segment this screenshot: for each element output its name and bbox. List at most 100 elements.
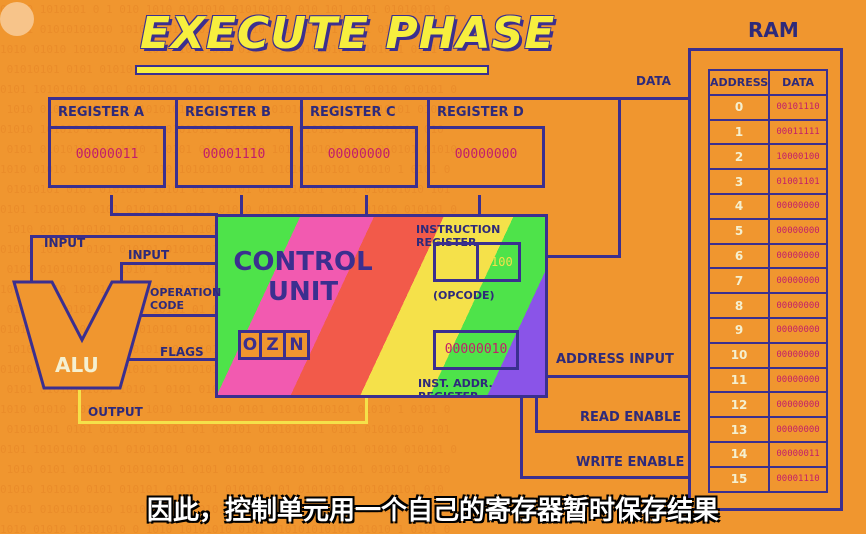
ram-address-cell: 11 — [707, 366, 771, 394]
register-a-box: 00000011 — [48, 126, 166, 188]
ram-data-cell: 00000000 — [768, 292, 828, 319]
ram-address-cell: 0 — [707, 93, 771, 121]
register-d-value: 00000000 — [454, 147, 518, 162]
ram-data-cell: 00000000 — [768, 391, 828, 419]
ram-data-cell: 00000000 — [768, 192, 828, 220]
instruction-opcode: 1000 — [436, 245, 479, 279]
inst-addr-register-value: 00000010 — [433, 330, 519, 370]
ram-address-cell: 3 — [707, 168, 771, 195]
control-unit-title: CONTROL UNIT — [228, 247, 378, 307]
ram-data-cell: 00000000 — [768, 267, 828, 295]
read-enable-label: READ ENABLE — [580, 410, 682, 425]
ram-address-cell: 5 — [707, 217, 771, 245]
register-d: REGISTER D 00000000 — [427, 105, 545, 188]
control-unit-title-line1: CONTROL — [233, 247, 373, 277]
alu-input2-label: INPUT — [128, 248, 170, 262]
reg-d-to-cu — [478, 195, 481, 216]
reg-c-to-cu — [365, 195, 368, 216]
ram-address-cell: 9 — [707, 316, 771, 344]
ram-data-cell: 00000000 — [768, 341, 828, 369]
opcode-line — [118, 314, 218, 317]
ram-data-cell: 10000100 — [768, 143, 828, 171]
ram-address-cell: 14 — [707, 440, 771, 468]
instruction-operand: 0100 — [483, 255, 513, 269]
bus-drop-d — [427, 97, 430, 135]
ram-data-cell: 01001101 — [768, 168, 828, 195]
alu-input1-line — [30, 235, 218, 238]
write-enable-vertical — [520, 398, 523, 478]
reg-b-to-cu — [240, 195, 243, 216]
register-c-value: 00000000 — [327, 147, 391, 162]
alu-input2-drop — [120, 262, 123, 283]
data-bus-to-ram — [618, 97, 688, 100]
operation-code-label-line2: CODE — [150, 299, 185, 312]
data-bus-vertical — [618, 97, 621, 257]
alu-label: ALU — [55, 353, 99, 377]
ram-address-cell: 7 — [707, 267, 771, 295]
ram-data-cell: 00001110 — [768, 465, 828, 493]
bus-drop-a — [48, 97, 51, 135]
alu-output-label: OUTPUT — [88, 405, 143, 419]
bus-drop-b — [175, 97, 178, 135]
ram-address-cell: 10 — [707, 341, 771, 369]
address-input-line — [548, 375, 688, 378]
register-d-label: REGISTER D — [437, 105, 524, 120]
ram-address-cell: 13 — [707, 416, 771, 443]
control-unit: CONTROL UNIT INSTRUCTION REGISTER 1000 0… — [215, 214, 548, 398]
ram-data-cell: 00011111 — [768, 118, 828, 146]
register-b-label: REGISTER B — [185, 105, 271, 120]
alu-input2-line — [120, 262, 218, 265]
title-underline — [135, 65, 489, 75]
reg-a-to-cu — [110, 195, 113, 216]
register-b: REGISTER B 00001110 — [175, 105, 293, 188]
alu-shape — [12, 280, 152, 390]
register-c-box: 00000000 — [300, 126, 418, 188]
bus-drop-c — [300, 97, 303, 135]
write-enable-label: WRITE ENABLE — [576, 455, 685, 470]
ram-address-cell: 8 — [707, 292, 771, 319]
register-c-label: REGISTER C — [310, 105, 396, 120]
reg-a-to-cu-h — [110, 213, 218, 216]
ram-data-cell: 00000000 — [768, 366, 828, 394]
register-c: REGISTER C 00000000 — [300, 105, 418, 188]
register-b-value: 00001110 — [202, 147, 266, 162]
ram-title: RAM — [748, 18, 799, 42]
ram-address-cell: 15 — [707, 465, 771, 493]
register-b-box: 00001110 — [175, 126, 293, 188]
data-bus-to-cu — [548, 255, 621, 258]
ram-col-data: DATA — [768, 69, 828, 96]
flag-register: O Z N — [238, 330, 310, 360]
register-top-bus — [48, 97, 656, 100]
read-enable-line — [535, 430, 688, 433]
ram-data-cell: 00101110 — [768, 93, 828, 121]
alu-input1-label: INPUT — [44, 236, 86, 250]
data-bus-label: DATA — [636, 74, 671, 88]
ram-col-address: ADDRESS — [707, 69, 771, 96]
alu-input1-drop — [30, 235, 33, 283]
register-d-box: 00000000 — [427, 126, 545, 188]
video-subtitle: 因此，控制单元用一个自己的寄存器暂时保存结果 — [146, 496, 719, 526]
ram-data-cell: 00000000 — [768, 242, 828, 270]
flags-label: FLAGS — [160, 345, 204, 359]
inst-addr-register-label: INST. ADDR. REGISTER — [418, 377, 493, 398]
ram-address-cell: 2 — [707, 143, 771, 171]
operation-code-label-line1: OPERATION — [150, 286, 222, 299]
instruction-register: 1000 0100 — [433, 242, 521, 282]
ram-data-cell: 00000011 — [768, 440, 828, 468]
